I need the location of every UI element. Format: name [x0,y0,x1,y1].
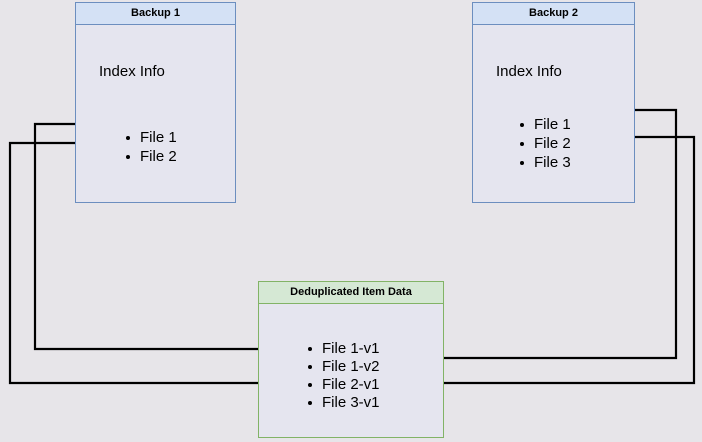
node-backup-1[interactable]: Backup 1 Index Info File 1 File 2 [75,2,236,203]
list-item[interactable]: File 3-v1 [305,394,380,412]
list-item[interactable]: File 3 [517,153,571,172]
node-backup-2-header: Backup 2 [473,3,634,25]
list-item[interactable]: File 1-v1 [305,340,380,358]
list-item[interactable]: File 1-v2 [305,358,380,376]
list-item[interactable]: File 1 [123,128,177,147]
list-item[interactable]: File 2-v1 [305,376,380,394]
node-backup-1-header: Backup 1 [76,3,235,25]
list-item[interactable]: File 2 [123,147,177,166]
list-item[interactable]: File 1 [517,115,571,134]
node-dedup-body: File 1-v1 File 1-v2 File 2-v1 File 3-v1 [259,304,443,437]
node-deduplicated-item-data[interactable]: Deduplicated Item Data File 1-v1 File 1-… [258,281,444,438]
backup-1-index-label: Index Info [99,63,165,80]
node-backup-2-body: Index Info File 1 File 2 File 3 [473,25,634,202]
node-dedup-header: Deduplicated Item Data [259,282,443,304]
dedup-file-list: File 1-v1 File 1-v2 File 2-v1 File 3-v1 [305,340,380,412]
list-item[interactable]: File 2 [517,134,571,153]
node-backup-2[interactable]: Backup 2 Index Info File 1 File 2 File 3 [472,2,635,203]
backup-2-index-label: Index Info [496,63,562,80]
backup-2-file-list: File 1 File 2 File 3 [517,115,571,172]
node-backup-1-body: Index Info File 1 File 2 [76,25,235,202]
backup-1-file-list: File 1 File 2 [123,128,177,166]
